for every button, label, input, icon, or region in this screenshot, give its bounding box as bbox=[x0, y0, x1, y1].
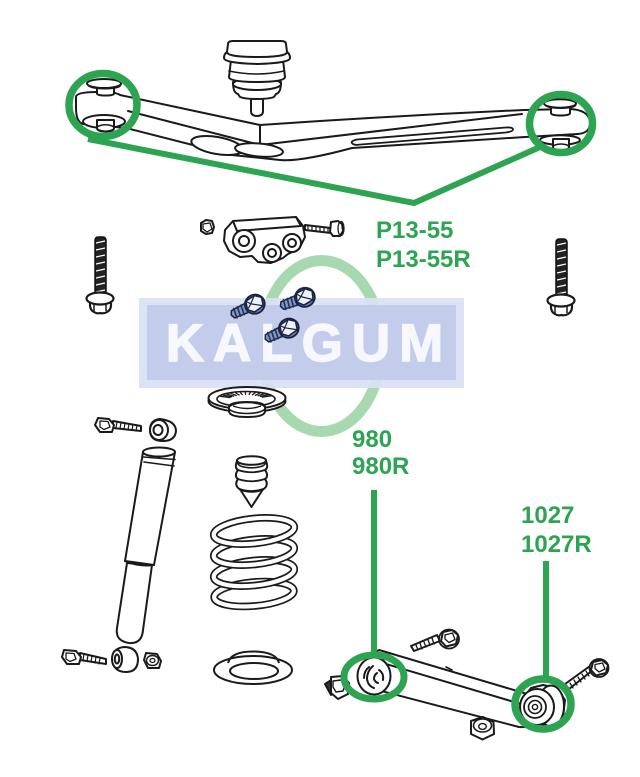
svg-text:980: 980 bbox=[352, 426, 392, 453]
svg-text:980R: 980R bbox=[352, 453, 409, 480]
svg-text:P13-55: P13-55 bbox=[376, 217, 453, 244]
svg-text:P13-55R: P13-55R bbox=[376, 246, 471, 273]
svg-text:1027: 1027 bbox=[521, 502, 574, 529]
svg-text:KALGUM: KALGUM bbox=[166, 314, 453, 373]
svg-text:1027R: 1027R bbox=[521, 531, 592, 558]
